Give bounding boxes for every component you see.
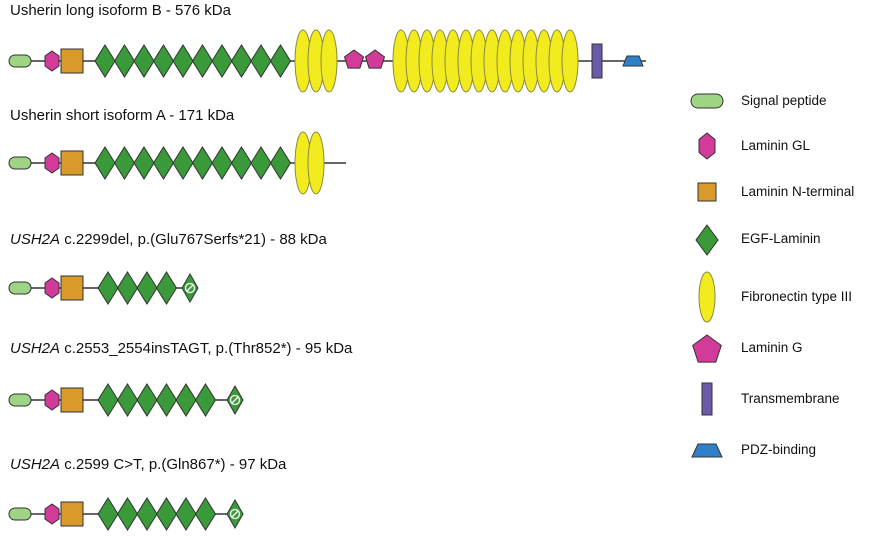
- egf-laminin-diamond-icon: [175, 383, 197, 417]
- egf-laminin-diamond-icon: [116, 497, 139, 531]
- egf-laminin-diamond-icon: [136, 497, 158, 531]
- signal-peptide-icon: [8, 281, 32, 295]
- legend-fibronectin-icon: [698, 271, 716, 323]
- laminin-gl-hexagon-icon: [44, 389, 60, 411]
- transmembrane-bar-icon: [591, 43, 603, 79]
- egf-laminin-diamond-icon: [113, 44, 136, 78]
- legend-label-signal-peptide: Signal peptide: [741, 93, 827, 108]
- legend-signal-peptide-icon: [690, 93, 724, 109]
- row-title-short-isoform-a: Usherin short isoform A - 171 kDa: [10, 107, 235, 124]
- egf-laminin-diamond-icon: [116, 383, 139, 417]
- pdz-binding-trapezoid-icon: [622, 55, 644, 67]
- legend-laminin-gl-icon: [698, 132, 716, 160]
- egf-laminin-diamond-icon: [133, 44, 155, 78]
- legend-label-transmembrane: Transmembrane: [741, 391, 840, 406]
- laminin-n-terminal-square-icon: [60, 501, 84, 527]
- stop-codon-slash-icon: [231, 396, 239, 404]
- legend-label-laminin-g: Laminin G: [741, 340, 803, 355]
- row-title-c2299del: USH2A c.2299del, p.(Glu767Serfs*21) - 88…: [10, 231, 327, 248]
- egf-laminin-diamond-icon: [94, 44, 116, 78]
- row-title-c2553-2554insTAGT: USH2A c.2553_2554insTAGT, p.(Thr852*) - …: [10, 340, 353, 357]
- laminin-n-terminal-square-icon: [60, 48, 84, 74]
- row-title-c2599CT: USH2A c.2599 C>T, p.(Gln867*) - 97 kDa: [10, 456, 287, 473]
- legend-label-pdz-binding: PDZ-binding: [741, 442, 817, 457]
- stop-codon-slash-icon: [186, 284, 194, 292]
- egf-laminin-diamond-icon: [250, 146, 272, 180]
- laminin-g-pentagon-icon: [343, 49, 365, 69]
- egf-laminin-diamond-icon: [152, 44, 175, 78]
- egf-laminin-diamond-icon: [172, 44, 194, 78]
- egf-laminin-diamond-icon: [250, 44, 272, 78]
- egf-laminin-diamond-icon: [136, 271, 158, 305]
- legend-transmembrane-icon: [701, 382, 713, 416]
- egf-laminin-diamond-icon: [172, 146, 194, 180]
- legend-pdz-binding-icon: [691, 443, 723, 458]
- egf-laminin-diamond-icon: [155, 497, 178, 531]
- signal-peptide-icon: [8, 393, 32, 407]
- signal-peptide-icon: [8, 507, 32, 521]
- egf-laminin-diamond-icon: [97, 497, 119, 531]
- laminin-gl-hexagon-icon: [44, 50, 60, 72]
- egf-laminin-diamond-icon: [116, 271, 139, 305]
- stop-codon-icon: [229, 508, 241, 520]
- fibronectin-ellipse-icon: [307, 131, 325, 195]
- laminin-n-terminal-square-icon: [60, 387, 84, 413]
- laminin-n-terminal-square-icon: [60, 275, 84, 301]
- egf-laminin-diamond-icon: [94, 146, 116, 180]
- egf-laminin-diamond-icon: [230, 146, 253, 180]
- egf-laminin-diamond-icon: [113, 146, 136, 180]
- egf-laminin-diamond-icon: [155, 383, 178, 417]
- laminin-gl-hexagon-icon: [44, 277, 60, 299]
- laminin-gl-hexagon-icon: [44, 503, 60, 525]
- stop-codon-slash-icon: [231, 510, 239, 518]
- row-title-long-isoform-b: Usherin long isoform B - 576 kDa: [10, 2, 231, 19]
- signal-peptide-icon: [8, 54, 32, 68]
- egf-laminin-diamond-icon: [152, 146, 175, 180]
- laminin-gl-hexagon-icon: [44, 152, 60, 174]
- legend-laminin-n-terminal-icon: [697, 182, 717, 202]
- fibronectin-ellipse-icon: [561, 29, 579, 93]
- egf-laminin-diamond-icon: [269, 146, 292, 180]
- egf-laminin-diamond-icon: [211, 146, 233, 180]
- legend-label-fibronectin: Fibronectin type III: [741, 289, 853, 304]
- egf-laminin-diamond-icon: [269, 44, 292, 78]
- legend-label-laminin-gl: Laminin GL: [741, 138, 811, 153]
- egf-laminin-diamond-icon: [194, 497, 217, 531]
- legend-label-egf-laminin: EGF-Laminin: [741, 231, 821, 246]
- fibronectin-ellipse-icon: [320, 29, 338, 93]
- stop-codon-icon: [229, 394, 241, 406]
- egf-laminin-diamond-icon: [211, 44, 233, 78]
- egf-laminin-diamond-icon: [155, 271, 178, 305]
- legend-egf-laminin-icon: [695, 224, 719, 256]
- egf-laminin-diamond-icon: [230, 44, 253, 78]
- egf-laminin-diamond-icon: [136, 383, 158, 417]
- legend-label-laminin-n-terminal: Laminin N-terminal: [741, 184, 855, 199]
- signal-peptide-icon: [8, 156, 32, 170]
- egf-laminin-diamond-icon: [175, 497, 197, 531]
- legend-laminin-g-icon: [692, 334, 722, 363]
- egf-laminin-diamond-icon: [194, 383, 217, 417]
- laminin-n-terminal-square-icon: [60, 150, 84, 176]
- stop-codon-icon: [184, 282, 196, 294]
- laminin-g-pentagon-icon: [364, 49, 386, 69]
- egf-laminin-diamond-icon: [133, 146, 155, 180]
- egf-laminin-diamond-icon: [191, 44, 214, 78]
- egf-laminin-diamond-icon: [97, 271, 119, 305]
- egf-laminin-diamond-icon: [191, 146, 214, 180]
- egf-laminin-diamond-icon: [97, 383, 119, 417]
